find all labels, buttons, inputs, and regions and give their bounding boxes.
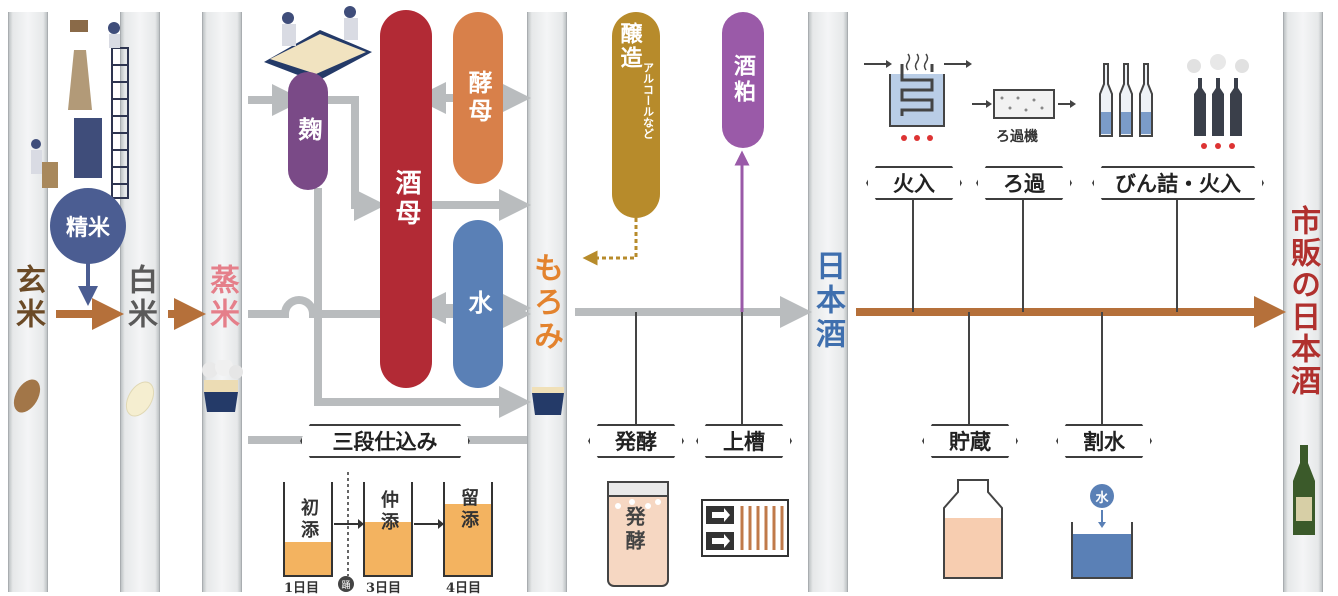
- shihan-label: 市販の日本酒: [1285, 205, 1320, 397]
- step-joso: 上槽: [696, 424, 792, 458]
- step-warimizu: 割水: [1056, 424, 1152, 458]
- filter-machine-icon: [972, 89, 1076, 119]
- fermentation-tank-icon: [607, 481, 669, 587]
- nakazoe-label: 仲添: [378, 490, 399, 534]
- step-sandan-shikomi: 三段仕込み: [300, 424, 470, 458]
- flow-mushimai-moromi: [248, 296, 531, 330]
- dilution-tank-icon: [1071, 510, 1133, 579]
- mizu-label: 水: [464, 290, 493, 318]
- storage-tank-icon: [943, 479, 1003, 579]
- water-drop-icon: 水: [1090, 484, 1114, 508]
- roka-label: ろ過: [1003, 171, 1045, 196]
- jozo-sub-label: アルコールなど: [641, 62, 655, 139]
- step-hakko: 発酵: [588, 424, 684, 458]
- kobo-pill: 酵母: [453, 12, 503, 184]
- shubo-pill: 酒母: [380, 10, 432, 388]
- shubo-label: 酒母: [391, 169, 421, 229]
- warimizu-label: 割水: [1083, 429, 1125, 454]
- moromi-bowl-icon: [532, 387, 564, 415]
- press-machine-icon: [701, 499, 789, 557]
- pillar-mushimai: [202, 12, 242, 592]
- chozo-label: 貯蔵: [949, 429, 991, 454]
- hatsuzoe-label: 初添: [298, 498, 319, 542]
- sakekasu-pill: 酒粕: [722, 12, 764, 148]
- jozo-label: 醸造: [616, 22, 643, 70]
- binzume-label: びん詰・火入: [1115, 171, 1241, 196]
- koji-making-icon: [264, 6, 372, 82]
- step-hiire: 火入: [866, 166, 962, 200]
- mizu-pill: 水: [453, 220, 503, 388]
- bottling-icon: [1099, 54, 1249, 149]
- hakko-label: 発酵: [615, 429, 657, 454]
- seimai-label: 精米: [65, 215, 110, 241]
- hakko-tank-label: 発酵: [622, 506, 646, 554]
- nihonshu-label: 日本酒: [810, 250, 845, 352]
- roka-ki-label: ろ過機: [996, 129, 1038, 145]
- moromi-label: もろみ: [528, 252, 563, 354]
- day3-label: 3日目: [366, 581, 402, 596]
- pillar-moromi: [527, 12, 567, 592]
- koji-label: 麹: [294, 117, 323, 145]
- genmai-label: 玄米: [10, 264, 45, 332]
- odori-label: 踊: [341, 580, 351, 591]
- heat-exchanger-icon: [864, 53, 972, 141]
- water-drop-label: 水: [1095, 490, 1109, 506]
- step-chozo: 貯蔵: [922, 424, 1018, 458]
- step-roka: ろ過: [976, 166, 1072, 200]
- koji-pill: 麹: [288, 72, 328, 190]
- seimai-circle: 精米: [50, 188, 126, 264]
- mushimai-label: 蒸米: [204, 264, 239, 332]
- day1-label: 1日目: [284, 581, 320, 596]
- steamed-rice-bowl-icon: [202, 360, 243, 412]
- kobo-label: 酵母: [464, 70, 493, 126]
- tomezoe-label: 留添: [458, 488, 479, 532]
- sandan-label: 三段仕込み: [332, 429, 438, 454]
- flow-koji-shubo: [318, 96, 386, 221]
- hakumai-label: 白米: [122, 264, 157, 332]
- step-binzume-hiire: びん詰・火入: [1092, 166, 1264, 200]
- day4-label: 4日目: [446, 581, 482, 596]
- odori-badge: 踊: [338, 576, 354, 592]
- pillar-genmai: [8, 12, 48, 592]
- sandan-tanks-diagram: [283, 472, 493, 577]
- sake-bottle-icon: [1293, 445, 1315, 535]
- rice-milling-machine-icon: [31, 20, 129, 199]
- pillar-hakumai: [120, 12, 160, 592]
- hiire-label: 火入: [893, 171, 935, 196]
- joso-label: 上槽: [723, 429, 765, 454]
- flow-jozo: [582, 218, 638, 266]
- jozo-pill: 醸造 アルコールなど: [612, 12, 660, 218]
- flow-koji-moromi: [314, 188, 531, 418]
- sakekasu-label: 酒粕: [730, 54, 756, 106]
